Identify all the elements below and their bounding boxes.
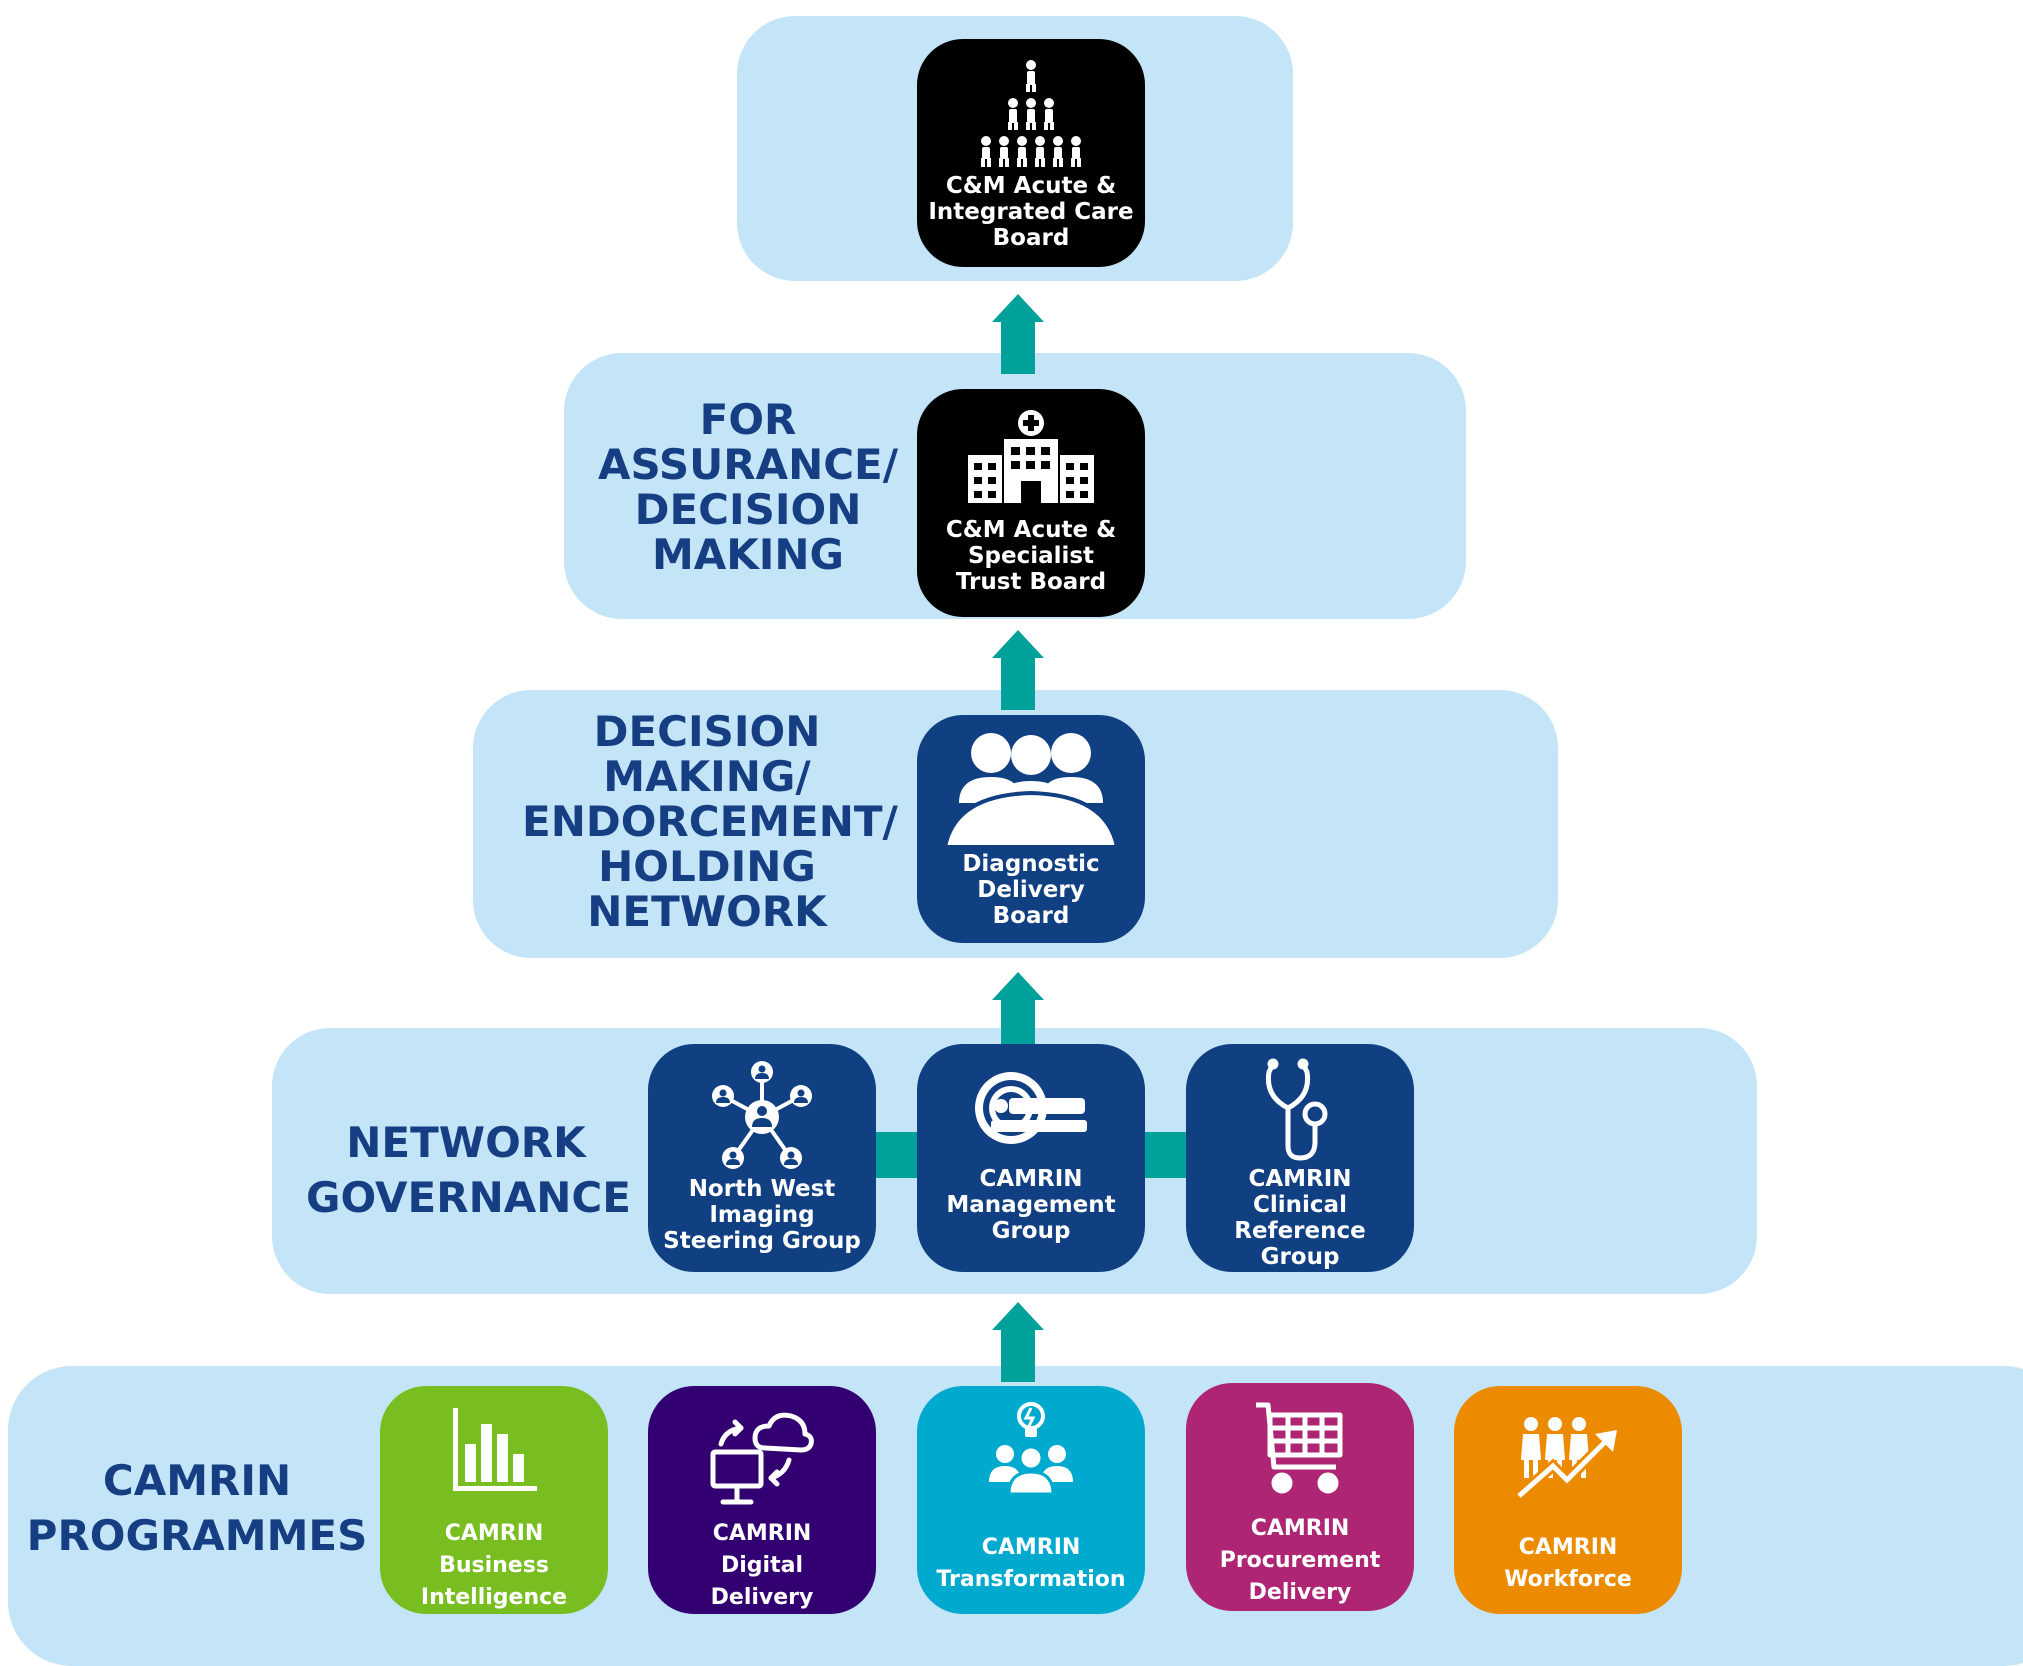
arrow-up-icon bbox=[992, 1302, 1044, 1382]
digital-delivery-label: CAMRIN Digital Delivery bbox=[710, 1521, 814, 1610]
procurement-delivery-label: CAMRIN Procurement Delivery bbox=[1219, 1516, 1381, 1605]
clinical-reference-group-label: CAMRIN Clinical Reference Group bbox=[1234, 1166, 1366, 1270]
workforce-programme: CAMRIN Workforce bbox=[1454, 1386, 1682, 1614]
management-group-label: CAMRIN Management Group bbox=[946, 1166, 1116, 1244]
business-intelligence-programme: CAMRIN Business Intelligence bbox=[380, 1386, 608, 1614]
transformation-label: CAMRIN Transformation bbox=[936, 1535, 1126, 1592]
arrow-up-icon bbox=[992, 972, 1044, 1052]
trust-board-label: C&M Acute & Specialist Trust Board bbox=[945, 517, 1117, 595]
shopping-cart-icon bbox=[1186, 1399, 1414, 1499]
steering-group-label: North West Imaging Steering Group bbox=[663, 1176, 861, 1254]
arrow-up-icon bbox=[992, 294, 1044, 374]
transformation-programme: CAMRIN Transformation bbox=[917, 1386, 1145, 1614]
management-group: CAMRIN Management Group bbox=[917, 1044, 1145, 1272]
cloud-computer-icon bbox=[648, 1408, 876, 1508]
governance-heading: NETWORK GOVERNANCE bbox=[306, 1118, 631, 1222]
business-intelligence-label: CAMRIN Business Intelligence bbox=[420, 1521, 568, 1610]
mri-scanner-icon bbox=[917, 1068, 1145, 1152]
arrow-up-icon bbox=[992, 630, 1044, 710]
assurance-heading: FOR ASSURANCE/ DECISION MAKING bbox=[598, 395, 899, 579]
procurement-delivery-programme: CAMRIN Procurement Delivery bbox=[1186, 1383, 1414, 1611]
steering-group: North West Imaging Steering Group bbox=[648, 1044, 876, 1272]
idea-team-icon bbox=[917, 1400, 1145, 1500]
workforce-label: CAMRIN Workforce bbox=[1504, 1535, 1632, 1592]
workforce-growth-icon bbox=[1454, 1416, 1682, 1500]
meeting-group-icon bbox=[917, 731, 1145, 849]
programmes-heading: CAMRIN PROGRAMMES bbox=[26, 1456, 368, 1560]
diagnostic-delivery-board: Diagnostic Delivery Board bbox=[917, 715, 1145, 943]
bar-chart-icon bbox=[380, 1408, 608, 1492]
icb-board-label: C&M Acute & Integrated Care Board bbox=[928, 173, 1134, 251]
stethoscope-icon bbox=[1186, 1058, 1414, 1166]
digital-delivery-programme: CAMRIN Digital Delivery bbox=[648, 1386, 876, 1614]
people-hierarchy-icon bbox=[917, 57, 1145, 169]
trust-board: C&M Acute & Specialist Trust Board bbox=[917, 389, 1145, 617]
network-people-icon bbox=[648, 1058, 876, 1176]
icb-board: C&M Acute & Integrated Care Board bbox=[917, 39, 1145, 267]
diagnostic-delivery-board-label: Diagnostic Delivery Board bbox=[962, 851, 1100, 929]
clinical-reference-group: CAMRIN Clinical Reference Group bbox=[1186, 1044, 1414, 1272]
hospital-icon bbox=[917, 409, 1145, 505]
decision-heading: DECISION MAKING/ ENDORCEMENT/ HOLDING NE… bbox=[522, 707, 898, 936]
